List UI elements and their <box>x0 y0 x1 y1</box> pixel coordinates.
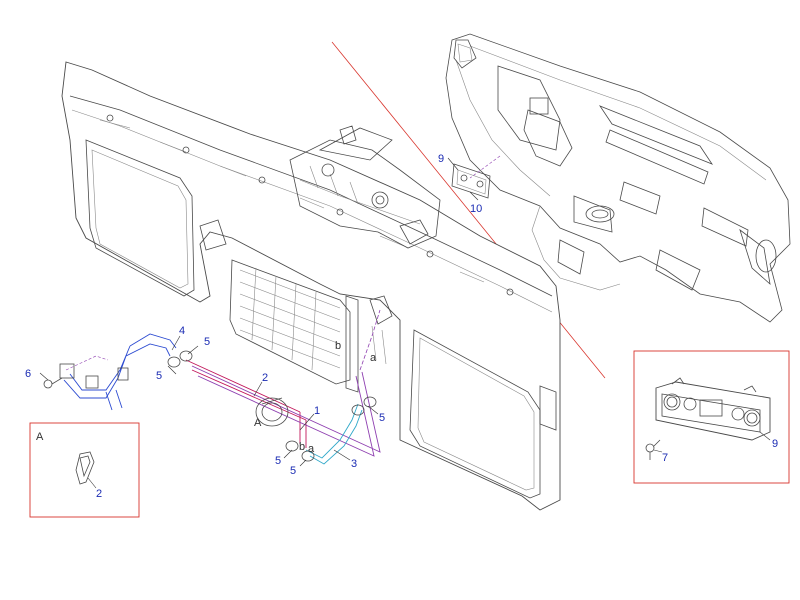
pipe-2 <box>185 359 307 421</box>
detail-box-control <box>633 350 790 484</box>
screw-icon <box>645 439 661 460</box>
clip-icon <box>75 451 95 485</box>
bolt-icon <box>43 377 63 389</box>
marker-a-low: a <box>308 443 315 455</box>
marker-b-low: b <box>299 441 305 453</box>
callout-5-upper-right: 5 <box>204 336 210 348</box>
marker-A-main: A <box>254 417 262 429</box>
hose-4 <box>63 333 177 399</box>
callout-1: 1 <box>314 405 320 417</box>
callout-2: 2 <box>262 372 268 384</box>
leader-lines <box>39 157 771 489</box>
marker-b-top: b <box>335 340 341 352</box>
detail-box-a <box>29 422 140 518</box>
marker-a-top: a <box>370 352 377 364</box>
callout-5-left: 5 <box>156 370 162 382</box>
heater-pipes <box>43 309 381 465</box>
callout-9-box: 9 <box>772 438 778 450</box>
callout-3: 3 <box>351 458 357 470</box>
climate-control-panel <box>655 377 771 441</box>
callout-2-detail: 2 <box>96 488 102 500</box>
callout-5-right: 5 <box>379 412 385 424</box>
callout-6: 6 <box>25 368 31 380</box>
callout-10: 10 <box>470 203 482 215</box>
callout-5-bottom: 5 <box>290 465 296 477</box>
callout-9-top: 9 <box>438 153 444 165</box>
callout-7: 7 <box>662 452 668 464</box>
pipe-3 <box>305 403 363 465</box>
marker-A-detail: A <box>36 431 44 443</box>
callout-5-bottom-left: 5 <box>275 455 281 467</box>
dashboard-assembly <box>445 33 791 323</box>
front-panel-assembly <box>61 61 561 511</box>
callout-4: 4 <box>179 325 185 337</box>
